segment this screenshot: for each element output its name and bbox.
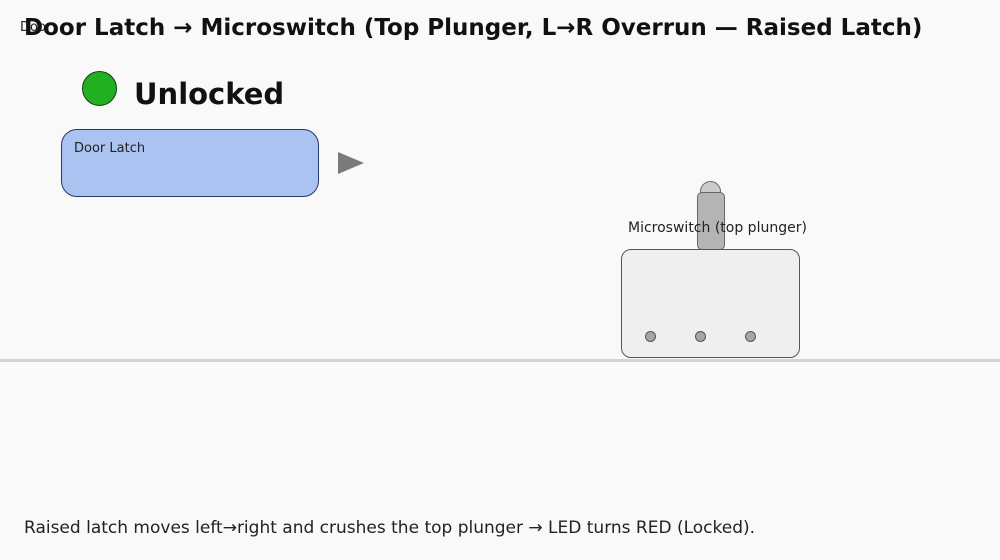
terminal-pin-icon — [745, 331, 756, 342]
terminal-pin-icon — [695, 331, 706, 342]
terminal-pin-icon — [645, 331, 656, 342]
floor-line — [0, 359, 1000, 362]
led-indicator-icon — [82, 71, 117, 106]
corner-label: Door — [20, 20, 52, 35]
diagram-title: Door Latch → Microswitch (Top Plunger, L… — [24, 15, 923, 41]
microswitch-body — [621, 249, 800, 358]
caption: Raised latch moves left→right and crushe… — [24, 518, 756, 538]
door-latch-label: Door Latch — [74, 141, 146, 156]
right-arrow-icon — [338, 152, 364, 174]
microswitch-label: Microswitch (top plunger) — [628, 220, 807, 236]
door-latch[interactable]: Door Latch — [61, 129, 319, 197]
lock-status-text: Unlocked — [134, 77, 285, 111]
